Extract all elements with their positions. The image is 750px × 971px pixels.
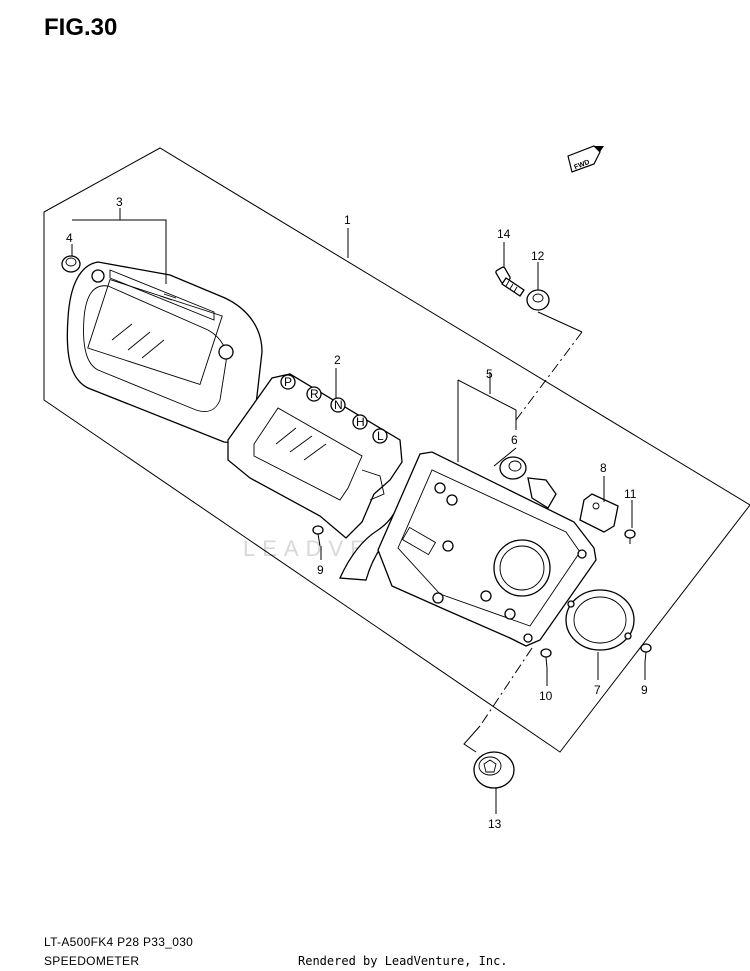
callout-9-left: 9 [317,563,324,577]
gear-indicator-h: H [356,415,365,429]
bulb-socket [473,751,515,789]
gear-indicator-p: P [284,375,292,389]
meter-ring [565,589,635,651]
screw-bottom [540,648,552,669]
cushion [526,289,550,311]
callout-10: 10 [539,689,553,703]
figure-title: FIG.30 [44,14,118,41]
assembly-boundary [43,147,750,753]
callout-9-right: 9 [641,683,648,697]
leader-lines [71,208,646,814]
callout-13: 13 [488,817,502,831]
callout-11: 11 [624,487,637,501]
phantom-line-upper [515,331,583,421]
gear-indicator-l: L [377,429,384,443]
callout-3: 3 [116,195,123,209]
phantom-line-lower [479,647,533,727]
render-credit: Rendered by LeadVenture, Inc. [298,954,508,968]
model-code: LT-A500FK4 P28 P33_030 [44,935,194,949]
callout-4: 4 [66,231,73,245]
callout-12: 12 [531,249,545,263]
callout-14: 14 [497,227,511,241]
callout-5: 5 [486,367,493,381]
gear-indicator-n: N [334,398,343,412]
fwd-direction-badge: FWD [567,145,604,173]
section-name: SPEEDOMETER [44,954,140,968]
screw-right [640,643,652,663]
callout-1: 1 [344,213,351,227]
callout-8: 8 [600,461,607,475]
meter-front-case [66,261,263,443]
gear-indicator-r: R [310,387,319,401]
screw-left [312,525,324,547]
callout-7: 7 [594,683,601,697]
meter-rear-case [377,451,597,647]
cap-grommet [61,255,81,273]
grommet [499,456,527,480]
screw-bracket [624,529,636,544]
callout-6: 6 [511,433,518,447]
bracket-plate [579,493,619,533]
bolt [495,266,525,297]
callout-2: 2 [334,353,341,367]
